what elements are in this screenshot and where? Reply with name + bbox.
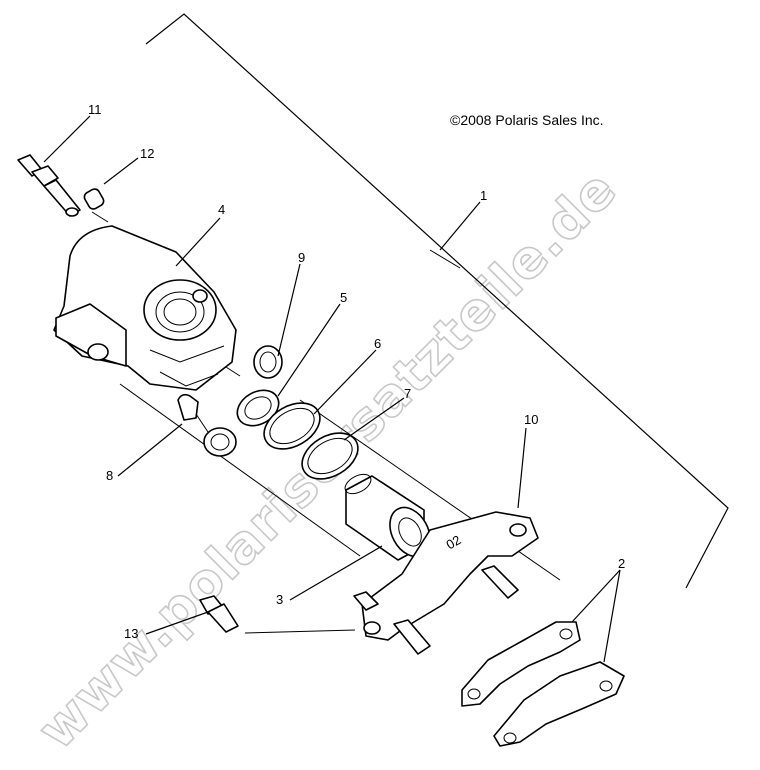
- part-11-bleeder-screw: [17, 154, 81, 217]
- part-4-caliper-body: [53, 225, 237, 391]
- callout-9: 9: [298, 250, 305, 265]
- callout-labels: 11 12 4 9 5 6 7 8 1 10 2 3 13: [88, 102, 625, 641]
- part-5-seal-ring: [236, 389, 280, 427]
- callout-8: 8: [106, 468, 113, 483]
- part-9-piston-boot: [253, 345, 283, 379]
- part-7-seal-ring: [301, 432, 359, 480]
- part-8-caliper-pin: [177, 393, 237, 457]
- part-6-seal-ring: [263, 402, 321, 450]
- callout-11: 11: [88, 102, 102, 117]
- callout-12: 12: [140, 146, 154, 161]
- callout-3: 3: [276, 592, 283, 607]
- copyright-notice: ©2008 Polaris Sales Inc.: [450, 112, 604, 128]
- callout-5: 5: [340, 290, 347, 305]
- callout-1: 1: [480, 188, 487, 203]
- part-10-mounting-bracket: 02: [353, 511, 539, 655]
- svg-text:02: 02: [444, 532, 464, 552]
- callout-4: 4: [218, 202, 225, 217]
- callout-10: 10: [524, 412, 538, 427]
- leader-lines: [43, 115, 621, 663]
- part-12-bleeder-cap: [83, 188, 105, 210]
- callout-7: 7: [404, 386, 411, 401]
- assembly-bracket: [145, 13, 729, 589]
- callout-2: 2: [618, 556, 625, 571]
- callout-6: 6: [374, 336, 381, 351]
- callout-13: 13: [124, 626, 138, 641]
- part-13-mounting-bolt: [199, 595, 239, 633]
- part-2-brake-pads: [461, 621, 625, 747]
